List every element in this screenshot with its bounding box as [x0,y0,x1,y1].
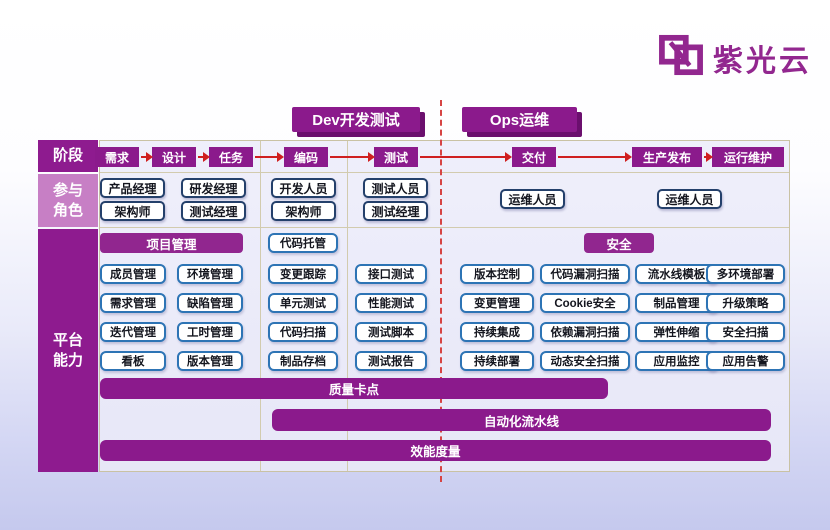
cap-continuous-integration: 持续集成 [460,322,534,342]
cap-code-hosting: 代码托管 [268,233,338,253]
role-rd-manager: 研发经理 [181,178,246,198]
stage-arrow [255,152,284,162]
row-separator [100,172,789,173]
stage-testing: 测试 [374,147,418,167]
cap-code-vulnerability-scan: 代码漏洞扫描 [540,264,630,284]
cap-elastic-scaling: 弹性伸缩 [635,322,718,342]
role-developer: 开发人员 [271,178,336,198]
cap-kanban: 看板 [100,351,166,371]
role-test-manager: 测试经理 [181,201,246,221]
stage-arrow [330,152,375,162]
role-product-manager: 产品经理 [100,178,165,198]
automation-pipeline-bar: 自动化流水线 [272,409,771,431]
cap-iteration-management: 迭代管理 [100,322,166,342]
cap-api-testing: 接口测试 [355,264,427,284]
stage-delivery: 交付 [512,147,556,167]
role-tester: 测试人员 [363,178,428,198]
role-test-manager: 测试经理 [363,201,428,221]
role-ops-staff: 运维人员 [500,189,565,209]
security-header: 安全 [584,233,654,253]
cap-cookie-security: Cookie安全 [540,293,630,313]
row-label-stage: 阶段 [38,140,98,172]
cap-continuous-deployment: 持续部署 [460,351,534,371]
cap-version-control: 版本控制 [460,264,534,284]
dev-ops-divider-line [440,100,442,482]
role-ops-staff: 运维人员 [657,189,722,209]
stage-production-release: 生产发布 [632,147,702,167]
cap-defect-management: 缺陷管理 [177,293,243,313]
cap-artifact-management: 制品管理 [635,293,718,313]
cap-app-alerting: 应用告警 [706,351,785,371]
row-label-roles-line1: 参与 [52,182,83,199]
ops-badge: Ops运维 [462,107,577,132]
role-architect: 架构师 [100,201,165,221]
cap-security-scan: 安全扫描 [706,322,785,342]
cap-requirement-management: 需求管理 [100,293,166,313]
brand-name: 紫光云 [713,44,812,78]
cap-performance-testing: 性能测试 [355,293,427,313]
brand-logo: 紫光云 [658,34,812,81]
cap-unit-testing: 单元测试 [268,293,338,313]
quality-gate-bar: 质量卡点 [100,378,608,399]
cap-change-management: 变更管理 [460,293,534,313]
stage-arrow [420,152,512,162]
stage-requirements: 需求 [95,147,139,167]
cap-pipeline-template: 流水线模板 [635,264,718,284]
cap-dynamic-security-scan: 动态安全扫描 [540,351,630,371]
cap-code-scanning: 代码扫描 [268,322,338,342]
stage-arrow [141,152,153,162]
cap-test-report: 测试报告 [355,351,427,371]
row-label-roles-line2: 角色 [52,201,83,219]
cap-upgrade-strategy: 升级策略 [706,293,785,313]
cap-test-script: 测试脚本 [355,322,427,342]
cap-environment-management: 环境管理 [177,264,243,284]
cap-member-management: 成员管理 [100,264,166,284]
row-label-platform-line2: 能力 [52,351,83,369]
role-architect: 架构师 [271,201,336,221]
stage-design: 设计 [152,147,196,167]
cap-change-tracking: 变更跟踪 [268,264,338,284]
stage-arrow [558,152,632,162]
project-management-header: 项目管理 [100,233,243,253]
cap-app-monitoring: 应用监控 [635,351,718,371]
stage-arrow [198,152,210,162]
unis-cloud-logo-icon [658,34,704,81]
row-label-roles: 参与 角色 [38,174,98,227]
row-label-platform-line1: 平台 [52,332,83,349]
cap-multi-env-deployment: 多环境部署 [706,264,785,284]
stage-arrow [704,152,713,162]
stage-coding: 编码 [284,147,328,167]
efficiency-metrics-bar: 效能度量 [100,440,771,461]
row-label-platform: 平台 能力 [38,229,98,472]
stage-task: 任务 [209,147,253,167]
cap-artifact-archive: 制品存档 [268,351,338,371]
column-separator [347,141,348,471]
row-separator [100,227,789,228]
cap-workhours-management: 工时管理 [177,322,243,342]
cap-dependency-vulnerability-scan: 依赖漏洞扫描 [540,322,630,342]
row-label-stage-text: 阶段 [52,147,83,165]
column-separator [260,141,261,471]
stage-operation-maintenance: 运行维护 [712,147,784,167]
cap-version-management: 版本管理 [177,351,243,371]
dev-badge: Dev开发测试 [292,107,420,132]
